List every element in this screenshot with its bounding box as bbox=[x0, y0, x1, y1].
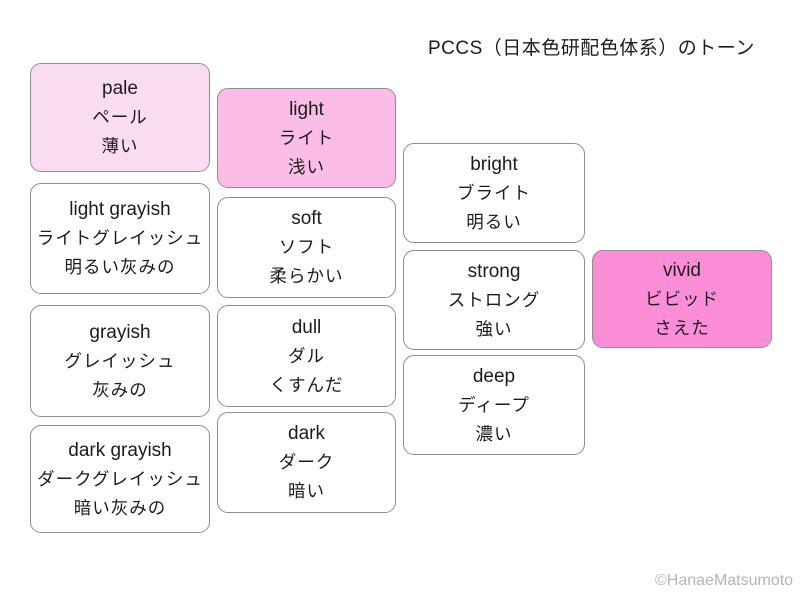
diagram-title: PCCS（日本色研配色体系）のトーン bbox=[428, 38, 755, 59]
tone-name-en: pale bbox=[102, 78, 138, 99]
tone-name-kana: ストロング bbox=[447, 289, 541, 310]
tone-name-en: dull bbox=[291, 316, 322, 338]
tone-name-kana: ライトグレイッシュ bbox=[36, 228, 204, 248]
tone-name-en: strong bbox=[467, 260, 521, 282]
tone-name-ja: 薄い bbox=[101, 136, 139, 156]
tone-name-kana: グレイッシュ bbox=[64, 350, 176, 371]
tone-name-kana: ダーク bbox=[278, 452, 335, 472]
tone-name-en: vivid bbox=[662, 259, 701, 281]
tone-name-ja: 濃い bbox=[475, 423, 513, 444]
tone-box-deep: deep ディープ 濃い bbox=[403, 355, 585, 455]
tone-name-kana: ライト bbox=[278, 127, 335, 148]
tone-box-strong: strong ストロング 強い bbox=[403, 250, 585, 350]
tone-box-vivid: vivid ビビッド さえた bbox=[592, 250, 772, 348]
tone-box-light-grayish: light grayish ライトグレイッシュ 明るい灰みの bbox=[30, 183, 210, 294]
tone-box-dull: dull ダル くすんだ bbox=[217, 305, 396, 407]
tone-name-ja: 強い bbox=[475, 318, 513, 339]
tone-box-dark: dark ダーク 暗い bbox=[217, 412, 396, 513]
tone-name-ja: 明るい bbox=[466, 211, 522, 232]
tone-box-dark-grayish: dark grayish ダークグレイッシュ 暗い灰みの bbox=[30, 425, 210, 533]
tone-name-ja: 柔らかい bbox=[269, 266, 344, 286]
tone-name-ja: 浅い bbox=[288, 156, 325, 177]
tone-box-grayish: grayish グレイッシュ 灰みの bbox=[30, 305, 210, 417]
tone-name-ja: 暗い灰みの bbox=[73, 497, 167, 518]
tone-name-en: dark bbox=[288, 423, 325, 444]
tone-name-kana: ディープ bbox=[458, 394, 530, 415]
tone-name-en: deep bbox=[472, 365, 516, 387]
copyright-credit: ©HanaeMatsumoto bbox=[655, 572, 794, 589]
tone-name-kana: ブライト bbox=[457, 182, 531, 203]
tone-name-kana: ペール bbox=[92, 107, 148, 127]
tone-box-soft: soft ソフト 柔らかい bbox=[217, 197, 396, 298]
tone-name-en: soft bbox=[291, 208, 322, 229]
tone-name-ja: くすんだ bbox=[269, 374, 344, 395]
tone-box-bright: bright ブライト 明るい bbox=[403, 143, 585, 243]
tone-name-ja: 明るい灰みの bbox=[64, 257, 176, 277]
tone-box-light: light ライト 浅い bbox=[217, 88, 396, 188]
tone-name-ja: 暗い bbox=[288, 481, 325, 501]
tone-box-pale: pale ペール 薄い bbox=[30, 63, 210, 172]
tone-name-ja: 灰みの bbox=[92, 379, 148, 400]
tone-name-kana: ダークグレイッシュ bbox=[37, 468, 203, 489]
tone-name-en: bright bbox=[470, 153, 518, 175]
tone-name-kana: ソフト bbox=[278, 237, 335, 257]
tone-name-en: grayish bbox=[89, 321, 151, 343]
tone-name-en: dark grayish bbox=[68, 439, 172, 461]
tone-name-en: light bbox=[289, 98, 324, 120]
tone-name-kana: ビビッド bbox=[645, 288, 719, 309]
tone-name-ja: さえた bbox=[654, 317, 710, 338]
tone-name-kana: ダル bbox=[288, 345, 325, 366]
tone-name-en: light grayish bbox=[69, 199, 171, 220]
